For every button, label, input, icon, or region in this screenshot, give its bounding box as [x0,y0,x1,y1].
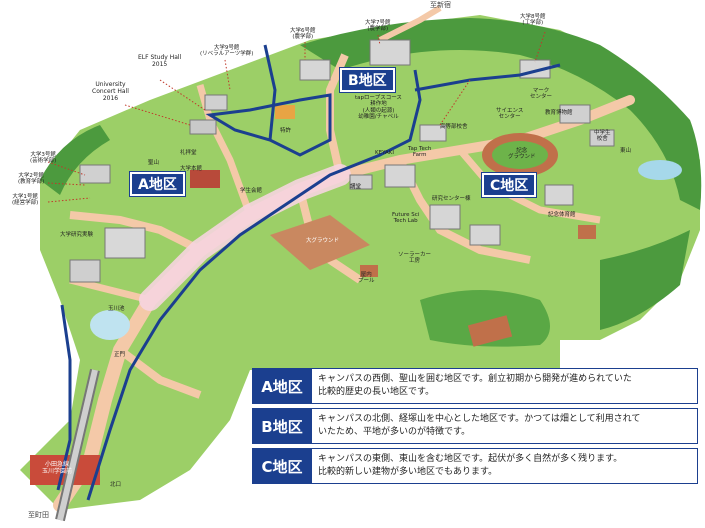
legend-badge-a: A地区 [252,368,312,404]
legend-text-b: キャンパスの北側、経塚山を中心とした地区です。かつては畑として利用されて いたた… [312,408,698,444]
label-main-gate: 正門 [114,352,126,358]
label-junior-high: 中学生 校舎 [594,130,611,143]
label-indoor-pool: 屋内 プール [358,272,375,285]
label-building-8: 大学8号館 (工学部) [520,14,546,27]
label-research-center: 研究センター棟 [432,196,471,202]
label-tech-farm: Tap Tech Farm [408,146,432,159]
label-student-hall: 学生会館 [240,188,263,194]
label-auditorium: 講堂 [350,184,362,190]
label-future-tech-lab: Future Sci Tech Lab [392,212,420,225]
label-seizan: 聖山 [148,160,160,166]
legend-row-c: C地区 キャンパスの東側、東山を含む地区です。起伏が多く自然が多く残ります。 比… [252,448,698,484]
label-building-7: 大学7号館 (農学部) [365,20,391,33]
road-label-bottom: 至町田 [28,511,49,519]
label-science-center: サイエンス センター [496,108,524,121]
label-high-school: 高等部校舎 [440,124,468,130]
legend-text-a: キャンパスの西側、聖山を囲む地区です。創立初期から開発が進められていた 比較的歴… [312,368,698,404]
legend-badge-b: B地区 [252,408,312,444]
label-building-3: 大学3号館 (芸術学部) [30,152,57,165]
label-memorial-gym: 記念体育館 [548,212,576,218]
label-east-mountain: 東山 [620,148,632,154]
label-building-1: 大学1号館 (経営学部) [12,194,39,207]
label-north-exit: 北口 [110,482,122,488]
legend-row-b: B地区 キャンパスの北側、経塚山を中心とした地区です。かつては畑として利用されて… [252,408,698,444]
area-a-badge: A地区 [130,172,185,196]
label-research-lab: 大学研究実験 [60,232,94,238]
label-mark-center: マーク センター [530,88,553,101]
label-building-9: 大学9号館 (リベラルアーツ学群) [200,45,254,58]
legend-text-c: キャンパスの東側、東山を含む地区です。起伏が多く自然が多く残ります。 比較的新し… [312,448,698,484]
area-b-badge: B地区 [340,68,395,92]
label-building-6: 大学6号館 (農学部) [290,28,316,41]
area-legend: A地区 キャンパスの西側、聖山を囲む地区です。創立初期から開発が進められていた … [252,368,698,488]
label-b-area-facilities: tapロープスコース 耕作地 (人類の起源) 幼稚園/チャペル [355,95,402,120]
label-memorial-ground: 記念 グラウンド [508,148,536,161]
label-keyaki: KEYAKI [375,150,395,156]
label-solar-workshop: ソーラーカー 工房 [398,252,432,265]
label-big-ground: 大グラウンド [306,238,340,244]
label-university-concert-hall: University Concert Hall 2016 [92,81,129,102]
label-elf-study-hall: ELF Study Hall 2015 [138,54,182,68]
label-station: 小田急線 玉川学園前 [42,461,73,475]
label-tamagawa-pond: 玉川池 [108,306,125,312]
label-education-museum: 教育博物館 [545,110,573,116]
legend-row-a: A地区 キャンパスの西側、聖山を囲む地区です。創立初期から開発が進められていた … [252,368,698,404]
label-chapel: 礼拝堂 [180,150,197,156]
label-main-hall: 大学本館 [180,166,203,172]
legend-badge-c: C地区 [252,448,312,484]
area-c-badge: C地区 [482,173,537,197]
road-label-top: 至新宿 [430,1,451,9]
label-tokkyo: 特許 [280,128,292,134]
label-building-2: 大学2号館 (教育学部) [18,173,45,186]
